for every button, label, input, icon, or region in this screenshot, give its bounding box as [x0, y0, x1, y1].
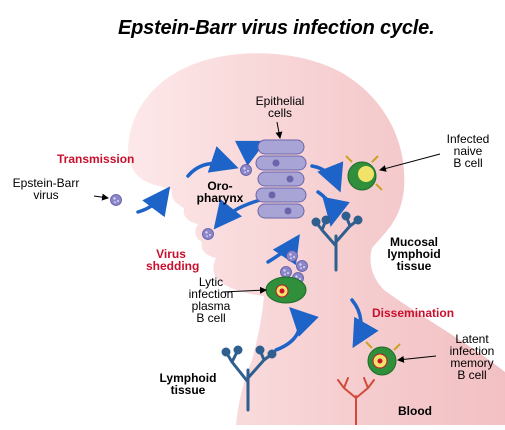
label-latent-line1: Latent — [455, 332, 489, 346]
label-mucosal-line1: Mucosal — [389, 235, 438, 249]
label-infected-naive-line2: naive — [453, 144, 483, 158]
label-infected-naive: Infected naive B cell — [438, 133, 498, 169]
label-dissemination: Dissemination — [372, 306, 455, 320]
label-infected-naive-line3: B cell — [453, 156, 483, 170]
epithelial-cells-icon — [255, 139, 307, 219]
label-transmission: Transmission — [57, 152, 135, 166]
label-oropharynx-line1: Oro- — [207, 179, 233, 193]
label-lytic-line4: B cell — [196, 311, 226, 325]
lymphoid-tissue-icon — [311, 211, 363, 272]
callout-lines — [93, 121, 441, 363]
label-virus-line1: Epstein-Barr — [12, 176, 80, 190]
arrow-lytic-up — [274, 307, 319, 352]
lymphoid-tissue-icon — [221, 345, 277, 412]
b-cell-icon — [345, 155, 383, 191]
label-blood: Blood — [398, 404, 432, 418]
arrow-to-mucosal — [316, 190, 350, 227]
label-lytic: Lytic infection plasma B cell — [184, 276, 238, 324]
arrow-transmission — [136, 186, 171, 218]
label-virus-shedding-line1: Virus — [156, 247, 186, 261]
blood-vessel-icon — [337, 377, 375, 426]
label-oropharynx: Oro- pharynx — [190, 180, 250, 204]
label-virus-line2: virus — [33, 188, 59, 202]
diagram-title: Epstein-Barr virus infection cycle. — [118, 17, 435, 39]
arrow-to-naive — [310, 161, 344, 193]
arrow-shedding — [213, 198, 262, 230]
arrow-lymphoid-up — [266, 234, 300, 266]
cycle-arrows — [136, 140, 379, 352]
label-latent-line4: B cell — [457, 368, 487, 382]
label-epithelial: Epithelial cells — [250, 95, 310, 119]
b-cell-icon — [365, 341, 401, 376]
label-virus-shedding: Virus shedding — [146, 247, 200, 273]
b-cell-icon — [265, 276, 307, 304]
label-latent-line2: infection — [449, 344, 495, 358]
label-virus-shedding-line2: shedding — [146, 259, 200, 273]
label-mucosal: Mucosal lymphoid tissue — [384, 236, 444, 272]
label-mucosal-line3: tissue — [396, 259, 432, 273]
label-lytic-line3: plasma — [191, 299, 231, 313]
label-mucosal-line2: lymphoid — [387, 247, 441, 261]
label-epithelial-line1: Epithelial — [255, 94, 305, 108]
label-epithelial-line2: cells — [267, 106, 292, 120]
label-latent: Latent infection memory B cell — [442, 333, 502, 381]
label-lymphoid-line1: Lymphoid — [159, 371, 217, 385]
label-lytic-line2: infection — [188, 287, 234, 301]
label-lymphoid-line2: tissue — [170, 383, 206, 397]
label-lytic-line1: Lytic — [198, 275, 224, 289]
arrow-to-oropharynx — [186, 146, 239, 178]
label-lymphoid: Lymphoid tissue — [158, 372, 218, 396]
label-virus: Epstein-Barr virus — [6, 177, 86, 201]
arrow-dissemination — [350, 298, 379, 349]
label-latent-line3: memory — [450, 356, 494, 370]
label-infected-naive-line1: Infected — [446, 132, 490, 146]
label-oropharynx-line2: pharynx — [196, 191, 244, 205]
